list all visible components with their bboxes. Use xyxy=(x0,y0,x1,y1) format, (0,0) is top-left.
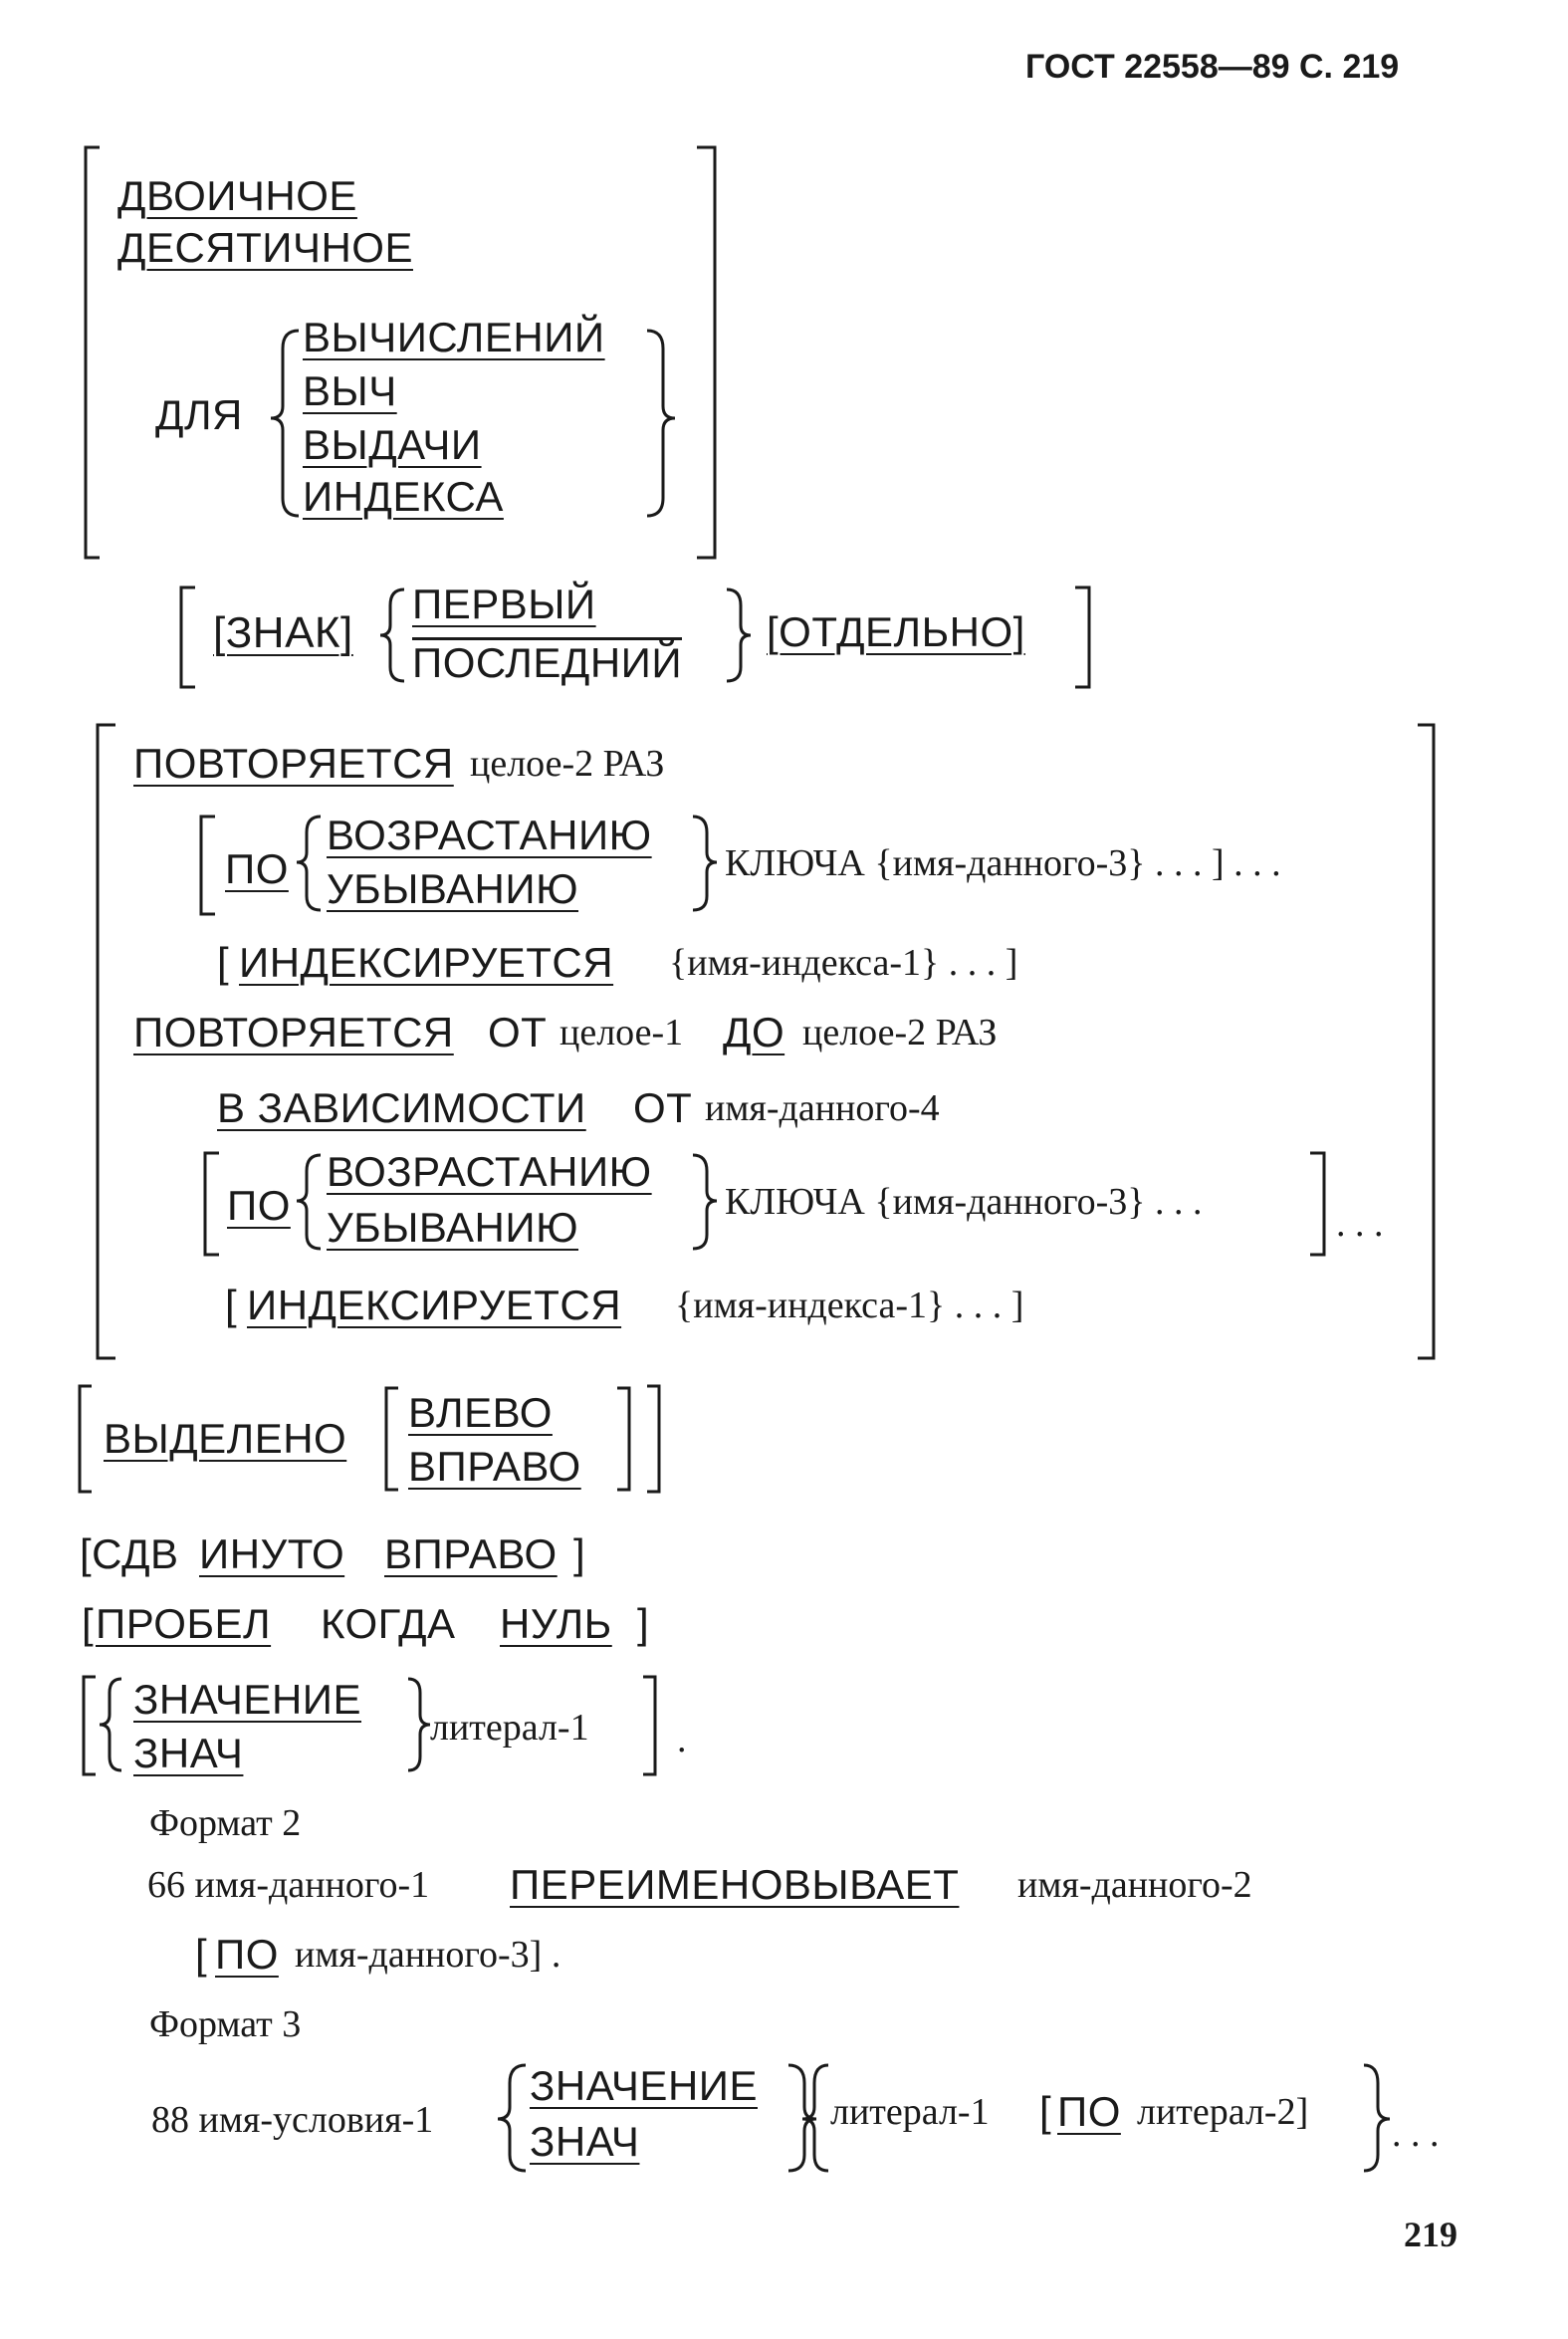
page-number: 219 xyxy=(1404,2215,1457,2254)
sign-keyword: [ЗНАК] xyxy=(213,608,353,657)
shift-right-keyword: ВПРАВО xyxy=(384,1530,558,1577)
blank-lbracket: [ xyxy=(82,1600,95,1647)
when-keyword: КОГДА xyxy=(321,1600,456,1647)
descending-keyword-1: УБЫВАНИЮ xyxy=(327,865,579,912)
format2-title: Формат 2 xyxy=(149,1802,302,1844)
format3-ellipsis: . . . xyxy=(1392,2113,1440,2155)
to-keyword: ДО xyxy=(723,1009,785,1055)
depending-on-keyword: ОТ xyxy=(633,1084,693,1131)
key-clause-2: КЛЮЧА {имя-данного-3} . . . xyxy=(725,1181,1203,1223)
shift-lbracket: [СДВ xyxy=(80,1530,179,1577)
indexed-lbracket-1: [ xyxy=(217,939,230,986)
renames-keyword: ПЕРЕИМЕНОВЫВАЕТ xyxy=(510,1861,960,1908)
index-keyword: ИНДЕКСА xyxy=(303,473,504,520)
occurs-keyword-1: ПОВТОРЯЕТСЯ xyxy=(133,740,454,787)
for-keyword: ДЛЯ xyxy=(155,391,243,438)
by-keyword-2: ПО xyxy=(227,1182,291,1229)
binary-keyword: ДВОИЧНОЕ xyxy=(117,172,357,219)
indexed-keyword-1: ИНДЕКСИРУЕТСЯ xyxy=(239,939,614,986)
indexed-clause-2: {имя-индекса-1} . . . ] xyxy=(675,1285,1024,1326)
computations-keyword: ВЫЧИСЛЕНИЙ xyxy=(303,314,605,360)
first-keyword: ПЕРВЫЙ xyxy=(412,581,596,627)
format3-literal-2: литерал-2] xyxy=(1137,2091,1309,2133)
occurs-keyword-2: ПОВТОРЯЕТСЯ xyxy=(133,1009,454,1055)
value-keyword: ЗНАЧЕНИЕ xyxy=(133,1676,361,1723)
key-clause-2-dots: . . . xyxy=(1336,1203,1384,1245)
shift-rbracket: ] xyxy=(573,1530,586,1577)
blank-keyword: ПРОБЕЛ xyxy=(96,1600,272,1647)
occurs-int-2: целое-2 РАЗ xyxy=(470,743,665,785)
left-keyword: ВЛЕВО xyxy=(408,1389,553,1436)
thru-keyword: ПО xyxy=(215,1931,279,1978)
ascending-keyword-1: ВОЗРАСТАНИЮ xyxy=(327,812,652,858)
occurs-int-1: целое-1 xyxy=(560,1012,684,1053)
value-period: . xyxy=(677,1719,687,1760)
format3-level: 88 имя-условия-1 xyxy=(151,2099,434,2141)
val-keyword: ЗНАЧ xyxy=(133,1730,244,1776)
comp-keyword: ВЫЧ xyxy=(303,367,397,414)
separate-keyword: [ОТДЕЛЬНО] xyxy=(767,608,1025,655)
format3-thru-keyword: ПО xyxy=(1057,2088,1121,2135)
format3-title: Формат 3 xyxy=(149,2003,302,2045)
format3-lbracket: [ xyxy=(1039,2088,1052,2135)
indexed-keyword-2: ИНДЕКСИРУЕТСЯ xyxy=(247,1282,622,1328)
zero-keyword: НУЛЬ xyxy=(500,1600,612,1647)
output-keyword: ВЫДАЧИ xyxy=(303,421,482,468)
depending-keyword: В ЗАВИСИМОСТИ xyxy=(217,1084,586,1131)
format3-literal-1: литерал-1 xyxy=(830,2091,990,2133)
format3-val-keyword: ЗНАЧ xyxy=(530,2118,640,2165)
page-header: ГОСТ 22558—89 С. 219 xyxy=(1025,48,1400,86)
depending-data-name: имя-данного-4 xyxy=(705,1087,940,1129)
blank-rbracket: ] xyxy=(637,1600,650,1647)
occurs-int-2b: целое-2 РАЗ xyxy=(802,1012,998,1053)
justified-keyword: ВЫДЕЛЕНО xyxy=(104,1415,347,1462)
format3-value-keyword: ЗНАЧЕНИЕ xyxy=(530,2062,758,2109)
thru-data-name: имя-данного-3] . xyxy=(295,1934,561,1976)
descending-keyword-2: УБЫВАНИЮ xyxy=(327,1204,579,1251)
value-literal: литерал-1 xyxy=(430,1707,589,1749)
thru-lbracket: [ xyxy=(195,1931,208,1978)
format2-level: 66 имя-данного-1 xyxy=(147,1864,430,1906)
key-clause-1: КЛЮЧА {имя-данного-3} . . . ] . . . xyxy=(725,842,1281,884)
indexed-lbracket-2: [ xyxy=(225,1282,238,1328)
last-keyword: ПОСЛЕДНИЙ xyxy=(412,637,683,686)
ascending-keyword-2: ВОЗРАСТАНИЮ xyxy=(327,1148,652,1195)
decimal-keyword: ДЕСЯТИЧНОЕ xyxy=(117,224,413,271)
by-keyword-1: ПО xyxy=(225,845,289,892)
from-keyword: ОТ xyxy=(488,1009,548,1055)
indexed-clause-1: {имя-индекса-1} . . . ] xyxy=(669,942,1018,984)
shift-keyword: ИНУТО xyxy=(199,1530,345,1577)
right-keyword: ВПРАВО xyxy=(408,1443,581,1490)
renames-data-name: имя-данного-2 xyxy=(1017,1864,1252,1906)
